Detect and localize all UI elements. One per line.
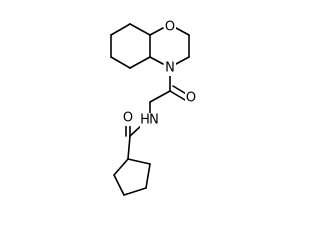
ring-oxygen-label: O [165,20,175,35]
ring-oxygen-bg [164,20,176,35]
bond-carbonyl-ch2 [149,90,171,103]
amide-nitrogen-label: N [149,113,159,128]
bond-cyclohexane-2 [110,23,131,36]
bond-cyclohexane-1 [129,23,151,36]
ring-nitrogen-bg [164,61,176,76]
carbonyl-oxygen-1-label: O [186,91,196,106]
bond-cyclopentane-2 [145,163,151,189]
bond-cyclopentane-4 [113,174,125,196]
amide-nitrogen-bg [140,113,160,128]
bond-cyclohexane-4 [110,56,131,69]
bond-carbonyl-cyclopentane [127,135,131,160]
bond-cyclopentane-5 [113,158,129,176]
bond-n-c-fusion [149,56,164,65]
bond-ch2-n [175,56,190,65]
bonds [110,23,190,196]
carbonyl-oxygen-2-bg [122,111,134,126]
amide-hydrogen-label: H [140,113,150,128]
bond-c-o-ring [149,27,164,36]
bond-o-ch2 [175,27,190,36]
ring-nitrogen-label: N [165,61,175,76]
atom-labels: O N O H N O [122,20,197,128]
molecule-diagram: O N O H N O [110,19,197,196]
bond-cyclopentane-3 [123,187,147,196]
carbonyl-oxygen-2-label: O [123,111,133,126]
bond-cyclopentane-1 [127,158,151,165]
bond-carbonyl-1-c-o-a [169,90,186,101]
bond-cyclohexane-5 [129,56,151,69]
carbonyl-oxygen-1-bg [185,91,197,106]
